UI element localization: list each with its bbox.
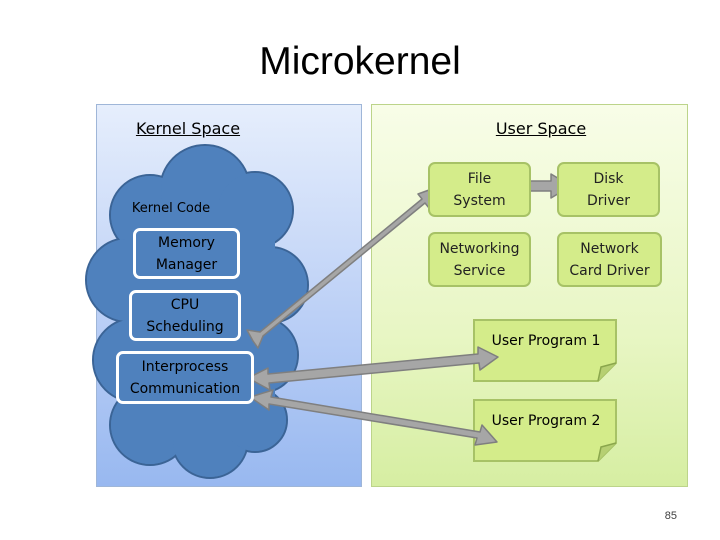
network-card-driver-box: Network Card Driver (557, 232, 662, 287)
user-program-1-label: User Program 1 (491, 333, 601, 349)
arrow-ipc-to-program1 (247, 346, 499, 391)
slide-title: Microkernel (259, 40, 461, 83)
user-program-2-label: User Program 2 (491, 413, 601, 429)
user-space-label: User Space (495, 119, 587, 138)
arrow-ipc-to-program2 (249, 389, 498, 446)
cpu-scheduling-box: CPU Scheduling (129, 290, 241, 341)
disk-driver-box: Disk Driver (557, 162, 660, 217)
ipc-box: Interprocess Communication (116, 351, 254, 404)
user-program-1-shape (473, 319, 617, 382)
memory-manager-box: Memory Manager (133, 228, 240, 279)
file-system-box: File System (428, 162, 531, 217)
kernel-space-label: Kernel Space (135, 119, 241, 138)
page-number: 85 (664, 510, 677, 522)
networking-service-box: Networking Service (428, 232, 531, 287)
user-program-2-shape (473, 399, 617, 462)
kernel-code-label: Kernel Code (131, 201, 211, 216)
